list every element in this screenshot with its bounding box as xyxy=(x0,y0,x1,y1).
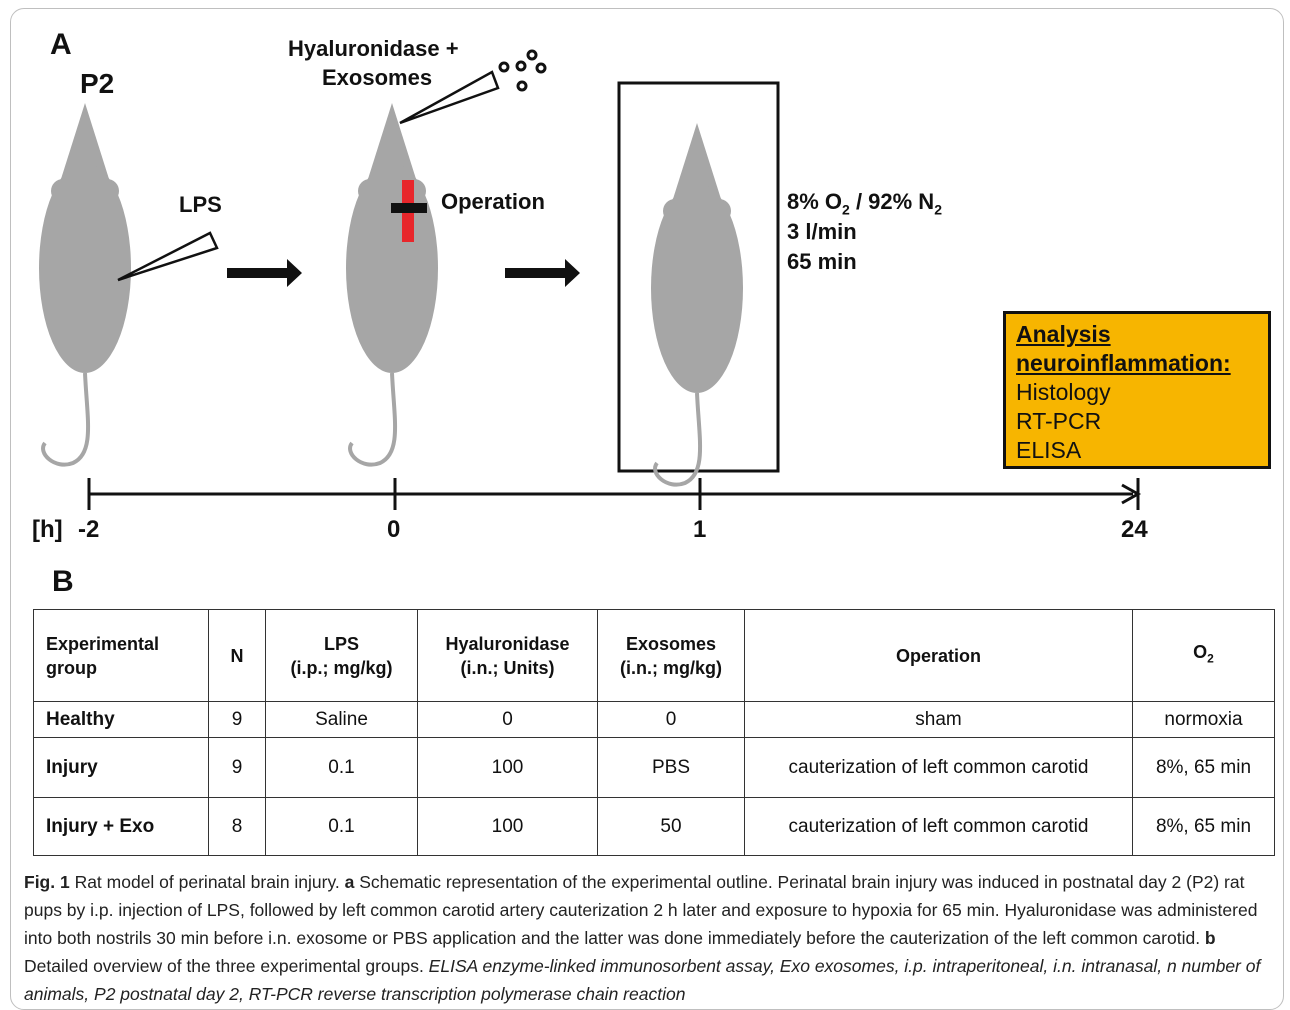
cell-lps: 0.1 xyxy=(265,797,418,856)
caption-b-text: Detailed overview of the three experimen… xyxy=(24,956,429,976)
cell-exosomes: 50 xyxy=(597,797,745,856)
analysis-item-elisa: ELISA xyxy=(1016,437,1082,463)
caption-title: Rat model of perinatal brain injury. xyxy=(69,872,345,892)
timeline-tick-label-24: 24 xyxy=(1121,516,1148,543)
analysis-heading-2: neuroinflammation: xyxy=(1016,350,1231,376)
caption-fig-number: Fig. 1 xyxy=(24,872,70,892)
cell-operation: cauterization of left common carotid xyxy=(744,797,1133,856)
timeline-tick-label-minus2: -2 xyxy=(78,516,100,543)
timeline-tick-label-1: 1 xyxy=(693,516,707,543)
cell-group: Injury xyxy=(33,737,209,798)
header-operation: Operation xyxy=(744,609,1133,702)
cell-o2: normoxia xyxy=(1132,701,1275,738)
cell-lps: Saline xyxy=(265,701,418,738)
analysis-box: Analysis neuroinflammation: Histology RT… xyxy=(1003,311,1271,469)
injection-label-line2: Exosomes xyxy=(322,65,433,90)
cell-group: Healthy xyxy=(33,701,209,738)
table-row: Healthy 9 Saline 0 0 sham normoxia xyxy=(33,701,1275,738)
lps-label: LPS xyxy=(179,192,222,217)
age-label: P2 xyxy=(80,68,115,99)
panel-b-label: B xyxy=(52,565,74,598)
caption-a-label: a xyxy=(344,872,355,892)
timeline-tick-label-0: 0 xyxy=(387,516,401,543)
cell-n: 9 xyxy=(208,701,266,738)
hypoxia-gas-label: 8% O2 / 92% N2 xyxy=(787,189,942,218)
hypoxia-duration-label: 65 min xyxy=(787,249,857,274)
panel-a-label: A xyxy=(50,28,72,61)
header-o2: O2 xyxy=(1132,609,1275,702)
exosome-droplets-icon xyxy=(498,49,547,92)
cell-n: 8 xyxy=(208,797,266,856)
cell-exosomes: PBS xyxy=(597,737,745,798)
header-n: N xyxy=(208,609,266,702)
caption-b-label: b xyxy=(1204,928,1216,948)
table-row: Injury 9 0.1 100 PBS cauterization of le… xyxy=(33,737,1275,798)
arrow-2-icon xyxy=(505,259,580,287)
caption-abbreviations: ELISA enzyme-linked immunosorbent assay,… xyxy=(24,956,1261,1004)
rat-lps xyxy=(37,101,133,467)
cell-hyaluronidase: 100 xyxy=(417,797,598,856)
header-lps: LPS(i.p.; mg/kg) xyxy=(265,609,418,702)
cell-hyaluronidase: 0 xyxy=(417,701,598,738)
hypoxia-flow-label: 3 l/min xyxy=(787,219,857,244)
cell-o2: 8%, 65 min xyxy=(1132,737,1275,798)
table-row: Injury + Exo 8 0.1 100 50 cauterization … xyxy=(33,797,1275,856)
cell-exosomes: 0 xyxy=(597,701,745,738)
analysis-heading-1: Analysis xyxy=(1016,321,1111,347)
cell-n: 9 xyxy=(208,737,266,798)
cell-group: Injury + Exo xyxy=(33,797,209,856)
injection-label-line1: Hyaluronidase + xyxy=(288,36,459,61)
cell-lps: 0.1 xyxy=(265,737,418,798)
analysis-item-histology: Histology xyxy=(1016,379,1111,405)
rat-hypoxia xyxy=(649,121,745,487)
cell-o2: 8%, 65 min xyxy=(1132,797,1275,856)
cell-operation: cauterization of left common carotid xyxy=(744,737,1133,798)
header-exosomes: Exosomes(i.n.; mg/kg) xyxy=(597,609,745,702)
timeline-unit-label: [h] xyxy=(32,516,63,543)
figure-caption: Fig. 1 Rat model of perinatal brain inju… xyxy=(24,868,1274,1008)
rat-operation xyxy=(344,101,440,467)
analysis-item-rtpcr: RT-PCR xyxy=(1016,408,1102,434)
intranasal-pipette-icon xyxy=(399,70,500,125)
operation-label: Operation xyxy=(441,189,545,214)
experimental-outline-diagram xyxy=(37,49,1142,510)
header-hyaluronidase: Hyaluronidase(i.n.; Units) xyxy=(417,609,598,702)
cell-operation: sham xyxy=(744,701,1133,738)
cell-hyaluronidase: 100 xyxy=(417,737,598,798)
caption-a-text: Schematic representation of the experime… xyxy=(24,872,1258,948)
ligation-icon xyxy=(391,203,427,213)
lps-syringe-icon xyxy=(117,231,219,282)
arrow-1-icon xyxy=(227,259,302,287)
